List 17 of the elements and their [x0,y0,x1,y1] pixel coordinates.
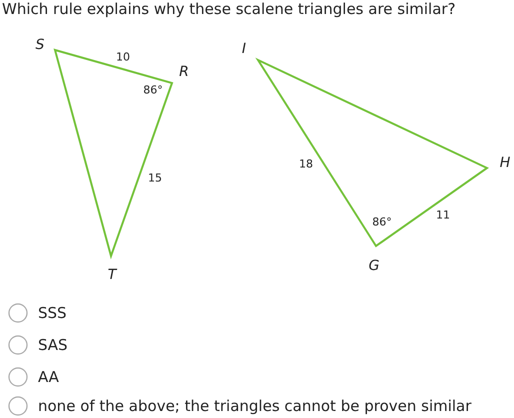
angle-label: 86° [372,216,392,228]
answer-option-text: SSS [38,304,67,322]
answer-option-text: AA [38,368,59,386]
vertex-label: G [368,258,380,274]
side-length-label: 10 [116,50,130,64]
angle-label: 86° [143,84,163,96]
vertex-label: I [242,41,246,57]
vertex-label: H [500,155,510,171]
side-length-label: 11 [436,208,450,222]
vertex-label: T [108,267,116,283]
vertex-label: R [179,64,189,80]
vertex-label: S [36,37,44,53]
answer-option-text: SAS [38,336,68,354]
question-text: Which rule explains why these scalene triangles are similar? [2,0,456,18]
side-length-label: 18 [299,158,313,170]
answer-option-text: none of the above; the triangles cannot be proven similar [38,397,472,415]
side-length-label: 15 [148,172,162,184]
